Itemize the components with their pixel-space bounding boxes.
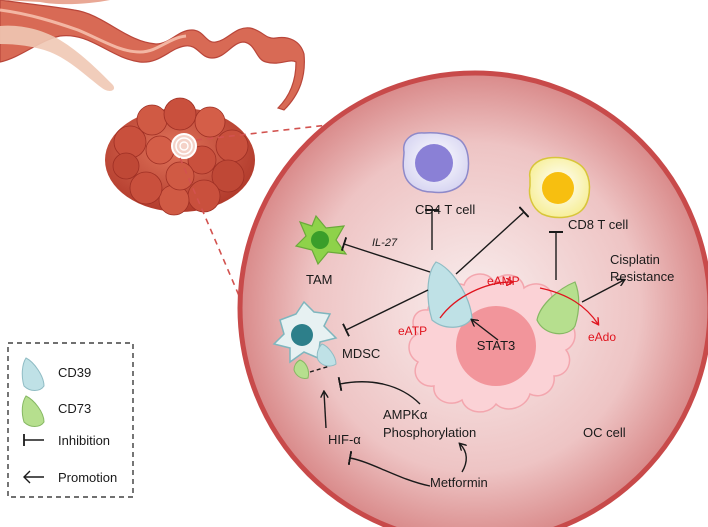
ampk-label-1: AMPKα — [383, 407, 428, 422]
legend-inhibition-label: Inhibition — [58, 433, 110, 448]
legend-cd73-label: CD73 — [58, 401, 91, 416]
metformin-inhibits-hif — [347, 450, 431, 487]
ampk-inhibits-mdsc — [337, 376, 421, 405]
cd73-receptor — [536, 281, 580, 335]
il27-label: IL-27 — [372, 237, 398, 249]
legend-cd73-icon — [21, 395, 45, 427]
legend-cd39-icon — [21, 357, 45, 391]
promote-cisplatin — [581, 280, 624, 303]
metformin-label: Metformin — [430, 475, 488, 490]
metformin-promotes-ampk — [460, 444, 466, 473]
tam-label: TAM — [306, 272, 332, 287]
cd8-label: CD8 T cell — [568, 217, 628, 232]
ovary-illustration — [105, 97, 255, 216]
stat3-label: STAT3 — [477, 338, 516, 353]
mdsc-label: MDSC — [342, 346, 380, 361]
hif-promotes-mdsc — [324, 392, 326, 429]
tam-cell — [294, 214, 348, 266]
uterine-tube-illustration — [0, 0, 305, 111]
inhibit-tam — [340, 237, 431, 273]
legend-promotion-label: Promotion — [58, 470, 117, 485]
cd4-t-cell — [402, 132, 470, 194]
hif-label: HIF-α — [328, 432, 361, 447]
legend-cd39-label: CD39 — [58, 365, 91, 380]
mdsc-dashed-link — [309, 365, 331, 373]
eatp-to-eamp-arrow — [439, 282, 512, 319]
eatp-label: eATP — [398, 324, 427, 338]
ampk-label-2: Phosphorylation — [383, 425, 476, 440]
eado-label: eAdo — [588, 330, 616, 344]
legend-promotion-icon — [23, 470, 44, 484]
cd39-receptor — [427, 261, 473, 328]
cd4-label: CD4 T cell — [415, 202, 475, 217]
oc-cell-label: OC cell — [583, 425, 626, 440]
cisplatin-label-2: Resistance — [610, 269, 674, 284]
legend-inhibition-icon — [23, 434, 44, 446]
inhibit-mdsc — [342, 289, 429, 337]
eamp-to-eado-arrow — [539, 287, 598, 324]
cd8-t-cell — [528, 156, 591, 219]
mdsc-cell — [272, 300, 338, 379]
eamp-label: eAMP — [487, 274, 520, 288]
legend: CD39 CD73 Inhibition Promotion — [7, 342, 134, 498]
inhibit-cd8-from-center — [455, 206, 530, 275]
stat3-promotes-cd39 — [472, 320, 499, 341]
cisplatin-label-1: Cisplatin — [610, 252, 660, 267]
